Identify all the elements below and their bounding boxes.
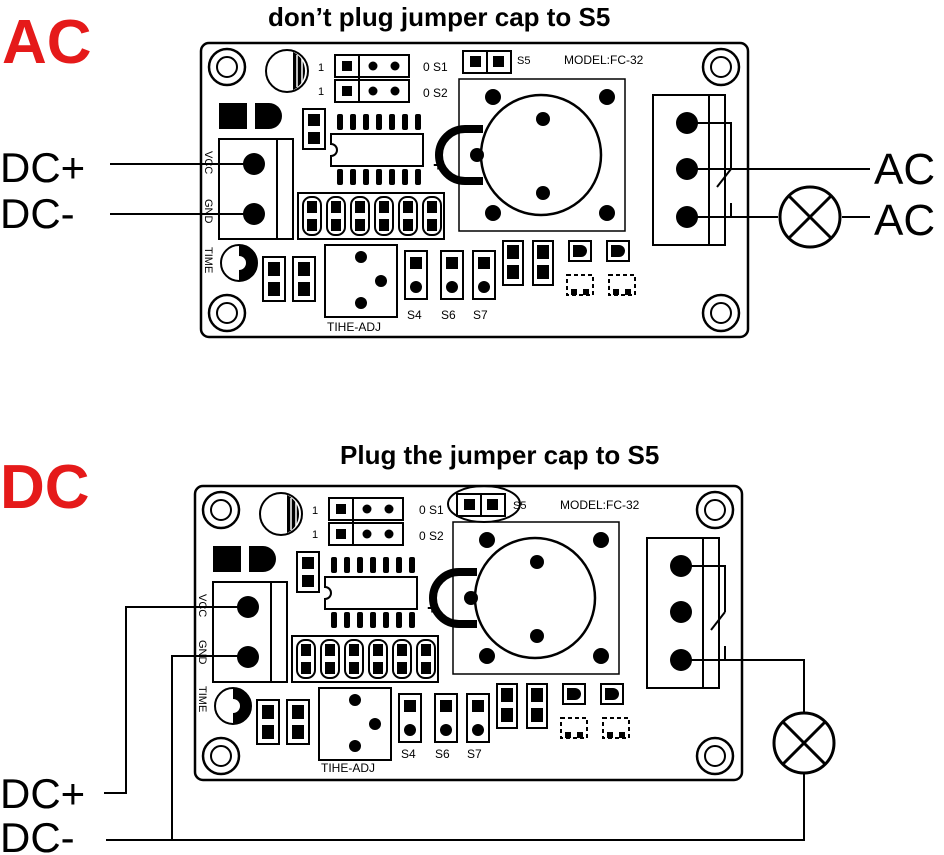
board-s1-label-dc: 0 S1 <box>419 503 444 517</box>
board-gnd-label-dc: GND <box>196 640 208 665</box>
board-s1-label: 0 S1 <box>423 60 448 74</box>
board-s6-label: S6 <box>441 308 456 322</box>
board-pin1-label-dc: 1 <box>312 505 318 517</box>
board-vcc-label-dc: VCC <box>196 594 208 617</box>
ac-lamp-icon <box>778 185 842 249</box>
board-plus-label: + <box>433 155 444 175</box>
board-s2-label-dc: 0 S2 <box>419 529 444 543</box>
board-vcc-label: VCC <box>202 151 214 174</box>
ac-section: AC don’t plug jumper cap to S5 MODEL:FC-… <box>0 2 935 337</box>
dc-note: Plug the jumper cap to S5 <box>340 440 659 470</box>
board-model-label: MODEL:FC-32 <box>564 53 644 67</box>
dc-left-label-dcplus: DC+ <box>0 770 85 817</box>
dc-heading: DC <box>0 453 90 522</box>
ac-right-label-2: AC <box>874 196 935 245</box>
board-time-label: TIME <box>202 247 214 273</box>
dc-lamp-icon <box>772 711 836 775</box>
board-s7-label-dc: S7 <box>467 747 482 761</box>
ac-heading: AC <box>2 8 92 77</box>
board-pin1-label: 1 <box>318 62 324 74</box>
board-s4-label-dc: S4 <box>401 747 416 761</box>
dc-left-label-dcminus: DC- <box>0 814 75 855</box>
board-pin1b-label-dc: 1 <box>312 529 318 541</box>
board-gnd-label: GND <box>202 199 214 224</box>
board-plus-label-dc: + <box>427 598 438 618</box>
board-s7-label: S7 <box>473 308 488 322</box>
ac-note: don’t plug jumper cap to S5 <box>268 2 610 32</box>
ac-relay-board: MODEL:FC-32 S5 0 S1 0 S2 1 1 + VCC GND T… <box>201 43 748 337</box>
board-adj-label-dc: TIHE-ADJ <box>321 761 375 775</box>
board-s4-label: S4 <box>407 308 422 322</box>
dc-section: DC Plug the jumper cap to S5 MODEL:FC-32… <box>0 440 836 855</box>
dc-relay-board: MODEL:FC-32 S5 0 S1 0 S2 1 1 + VCC GND T… <box>195 486 742 780</box>
board-pin1b-label: 1 <box>318 86 324 98</box>
ac-left-label-dcminus: DC- <box>0 190 75 237</box>
ac-left-label-dcplus: DC+ <box>0 144 85 191</box>
board-s2-label: 0 S2 <box>423 86 448 100</box>
s5-jumper-highlight <box>447 485 521 523</box>
board-time-label-dc: TIME <box>196 686 208 712</box>
board-s5-label: S5 <box>517 55 530 67</box>
board-model-label-dc: MODEL:FC-32 <box>560 498 640 512</box>
ac-right-label-1: AC <box>874 145 935 194</box>
board-s6-label-dc: S6 <box>435 747 450 761</box>
board-adj-label: TIHE-ADJ <box>327 320 381 334</box>
